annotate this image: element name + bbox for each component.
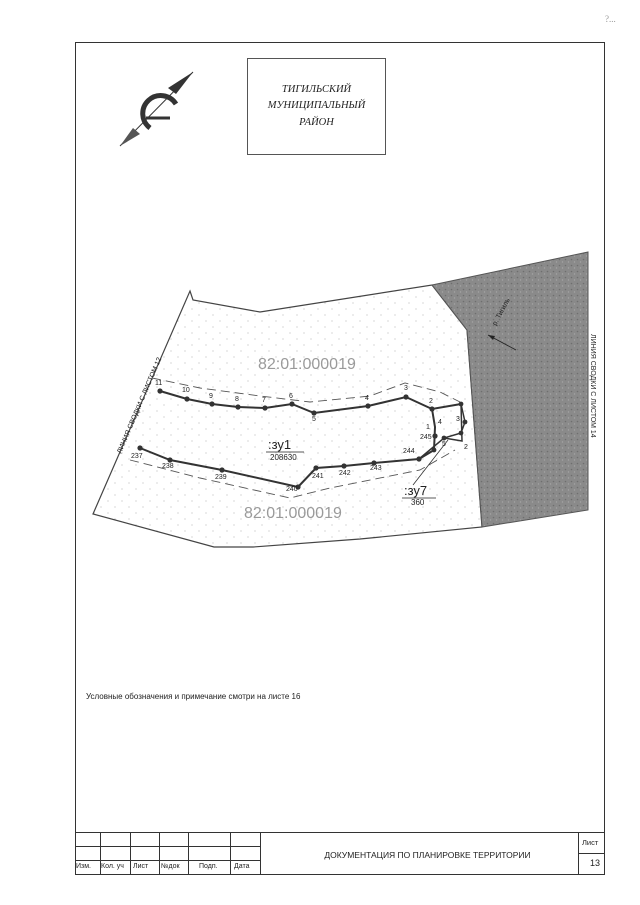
pt-238: 238 [162, 463, 174, 470]
right-edge-label: ЛИНИЯ СВОДКИ С ЛИСТОМ 14 [589, 334, 596, 438]
pt-8: 8 [235, 396, 239, 403]
pt-3: 3 [404, 385, 408, 392]
district-line-1: ТИГИЛЬСКИЙ [281, 84, 352, 96]
pt-243: 243 [370, 465, 382, 472]
cadastral-number-bottom: 82:01:000019 [244, 505, 342, 522]
pt-4: 4 [365, 395, 369, 402]
pt-242: 242 [339, 470, 351, 477]
col-podp: Подп. [199, 863, 218, 870]
pt-9: 9 [209, 393, 213, 400]
pt-5: 5 [312, 416, 316, 423]
col-data: Дата [234, 863, 250, 870]
zu1-name: :зу1 [268, 437, 291, 452]
zu7-pt-4: 4 [438, 419, 442, 426]
district-stamp: ТИГИЛЬСКИЙ МУНИЦИПАЛЬНЫЙ РАЙОН [247, 58, 386, 155]
district-line-2: МУНИЦИПАЛЬНЫЙ [267, 100, 366, 112]
pt-241: 241 [312, 473, 324, 480]
pt-6: 6 [289, 393, 293, 400]
zu7-pt-5: 5 [442, 441, 446, 448]
pt-7: 7 [262, 397, 266, 404]
district-line-3: РАЙОН [299, 116, 334, 128]
pt-11: 11 [155, 380, 162, 387]
north-arrow-icon [119, 71, 194, 147]
zu7-pt-1: 1 [426, 424, 430, 431]
zu7-leader [412, 439, 449, 486]
col-kol-uch: Кол. уч [101, 863, 124, 870]
pt-239: 239 [215, 474, 227, 481]
col-izm: Изм. [76, 863, 91, 870]
zu7-pt-3: 3 [456, 416, 460, 423]
zu7-pt-2: 2 [464, 444, 468, 451]
upper-points [157, 388, 435, 416]
zu7-area: 360 [411, 498, 425, 507]
zu7-points [431, 401, 468, 453]
sheet-label: Лист [582, 838, 599, 847]
pt-2: 2 [429, 398, 433, 405]
lower-points [137, 433, 438, 490]
pt-237: 237 [131, 453, 143, 460]
upper-dashed-line [151, 377, 461, 403]
zu1-area: 208630 [270, 453, 297, 462]
sheet-number: 13 [590, 858, 601, 868]
pt-244: 244 [403, 448, 415, 455]
document-title: ДОКУМЕНТАЦИЯ ПО ПЛАНИРОВКЕ ТЕРРИТОРИИ [324, 850, 531, 860]
pt-240: 240 [286, 486, 298, 493]
corner-mark: ?... [605, 14, 616, 24]
cadastral-number-top: 82:01:000019 [258, 356, 356, 373]
col-ndok: №док [161, 863, 180, 870]
pt-10: 10 [182, 387, 190, 394]
legend-note: Условные обозначения и примечание смотри… [86, 692, 301, 701]
col-list: Лист [133, 863, 149, 870]
drawing-frame [75, 42, 605, 875]
zu7-name: :зу7 [404, 483, 427, 498]
river-area [431, 251, 589, 528]
pt-245: 245 [420, 434, 432, 441]
lower-dashed-line [129, 449, 456, 499]
